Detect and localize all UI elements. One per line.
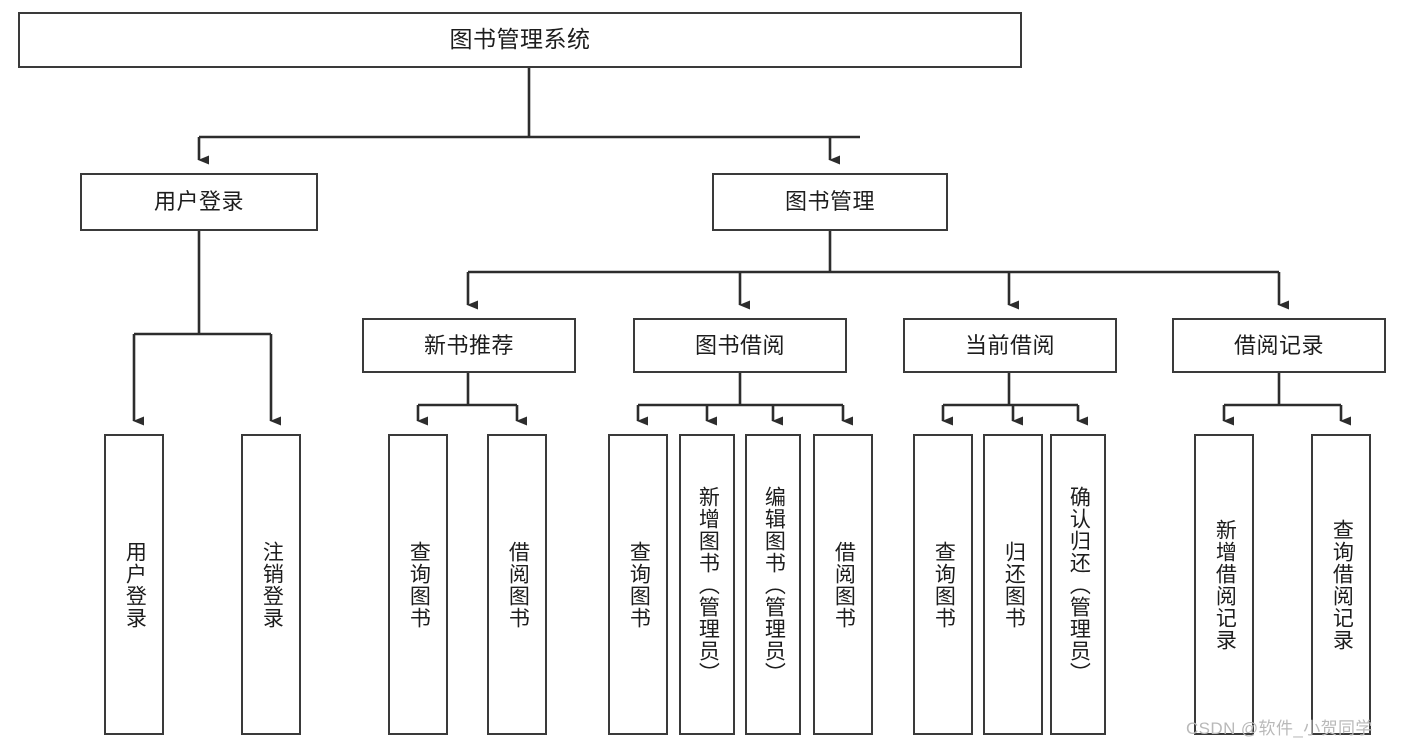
node-leaf-query-borrow-record-label: 查询借阅记录 bbox=[1330, 518, 1354, 651]
node-book-manage[interactable]: 图书管理 bbox=[712, 173, 948, 231]
node-leaf-borrow-book-rec[interactable]: 借阅图书 bbox=[487, 434, 547, 735]
node-leaf-confirm-return-admin[interactable]: 确认归还（管理员） bbox=[1050, 434, 1106, 735]
node-new-book-recommend-label: 新书推荐 bbox=[423, 332, 514, 358]
node-leaf-query-book-rec-label: 查询图书 bbox=[407, 540, 431, 629]
node-current-borrow[interactable]: 当前借阅 bbox=[903, 318, 1117, 373]
edge-book-manage-to-level3 bbox=[466, 231, 1289, 310]
node-leaf-query-book-rec[interactable]: 查询图书 bbox=[388, 434, 448, 735]
node-leaf-borrow-book[interactable]: 借阅图书 bbox=[813, 434, 873, 735]
node-current-borrow-label: 当前借阅 bbox=[964, 332, 1055, 358]
edge-current-borrow-to-leaves bbox=[941, 373, 1088, 426]
node-user-login[interactable]: 用户登录 bbox=[80, 173, 318, 231]
node-leaf-borrow-book-label: 借阅图书 bbox=[832, 540, 856, 629]
node-leaf-return-book-label: 归还图书 bbox=[1002, 540, 1026, 629]
node-leaf-query-borrow-record[interactable]: 查询借阅记录 bbox=[1311, 434, 1371, 735]
edge-user-login-to-leaves bbox=[132, 231, 281, 426]
node-borrow-record[interactable]: 借阅记录 bbox=[1172, 318, 1386, 373]
edge-borrow-record-to-leaves bbox=[1222, 373, 1351, 426]
node-user-login-label: 用户登录 bbox=[153, 189, 244, 215]
edge-root-to-level2 bbox=[197, 68, 860, 165]
node-leaf-edit-book-admin-label: 编辑图书（管理员） bbox=[762, 485, 786, 684]
node-book-borrow-label: 图书借阅 bbox=[694, 332, 785, 358]
edge-new-book-to-leaves bbox=[416, 373, 527, 426]
node-leaf-query-book-borrow[interactable]: 查询图书 bbox=[608, 434, 668, 735]
node-root[interactable]: 图书管理系统 bbox=[18, 12, 1022, 68]
node-leaf-add-borrow-record-label: 新增借阅记录 bbox=[1213, 518, 1237, 651]
node-leaf-user-login-label: 用户登录 bbox=[123, 540, 147, 629]
node-leaf-add-book-admin[interactable]: 新增图书（管理员） bbox=[679, 434, 735, 735]
node-book-manage-label: 图书管理 bbox=[784, 189, 875, 215]
node-leaf-query-book-borrow-label: 查询图书 bbox=[627, 540, 651, 629]
node-leaf-user-logout-label: 注销登录 bbox=[260, 540, 284, 629]
edge-book-borrow-to-leaves bbox=[636, 373, 853, 426]
node-leaf-query-book-cur[interactable]: 查询图书 bbox=[913, 434, 973, 735]
node-new-book-recommend[interactable]: 新书推荐 bbox=[362, 318, 576, 373]
node-leaf-borrow-book-rec-label: 借阅图书 bbox=[506, 540, 530, 629]
node-book-borrow[interactable]: 图书借阅 bbox=[633, 318, 847, 373]
node-leaf-add-borrow-record[interactable]: 新增借阅记录 bbox=[1194, 434, 1254, 735]
node-leaf-user-logout[interactable]: 注销登录 bbox=[241, 434, 301, 735]
csdn-watermark: CSDN @软件_小贺同学 bbox=[1186, 719, 1373, 738]
node-borrow-record-label: 借阅记录 bbox=[1233, 332, 1324, 358]
node-leaf-return-book[interactable]: 归还图书 bbox=[983, 434, 1043, 735]
node-leaf-query-book-cur-label: 查询图书 bbox=[932, 540, 956, 629]
node-root-label: 图书管理系统 bbox=[449, 26, 591, 53]
node-leaf-add-book-admin-label: 新增图书（管理员） bbox=[696, 485, 720, 684]
node-leaf-edit-book-admin[interactable]: 编辑图书（管理员） bbox=[745, 434, 801, 735]
node-leaf-confirm-return-admin-label: 确认归还（管理员） bbox=[1067, 485, 1091, 684]
node-leaf-user-login[interactable]: 用户登录 bbox=[104, 434, 164, 735]
